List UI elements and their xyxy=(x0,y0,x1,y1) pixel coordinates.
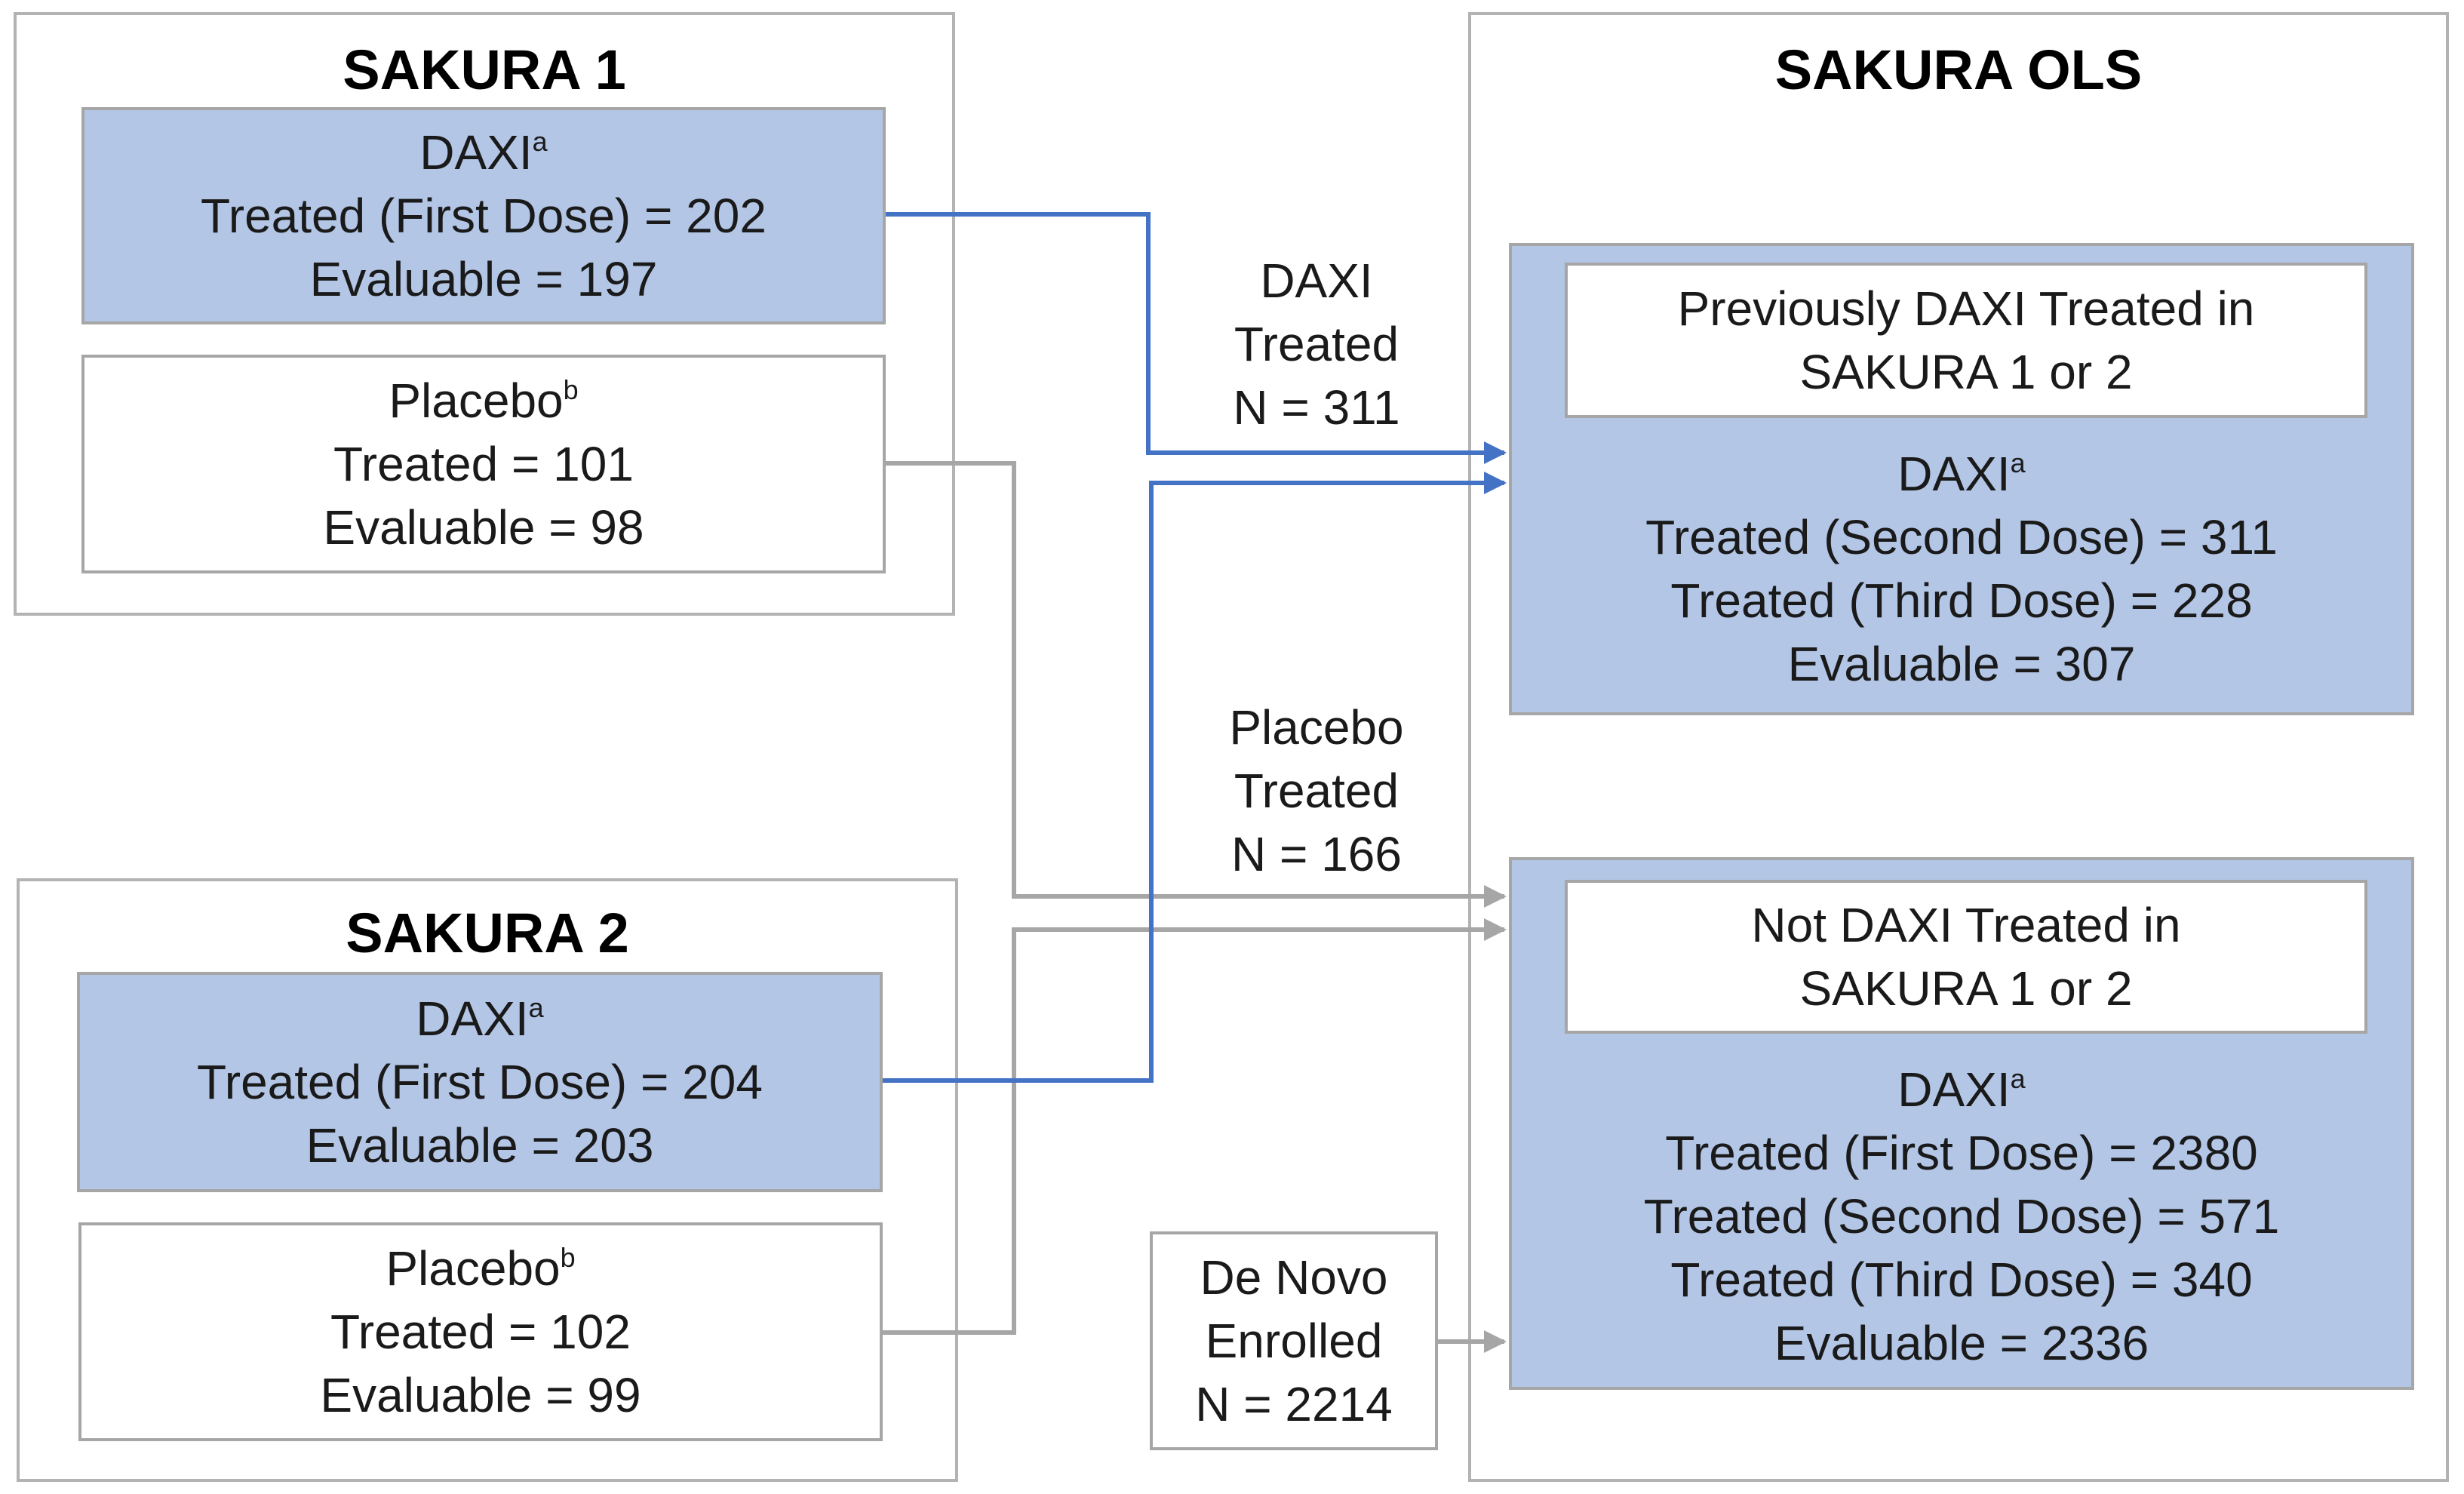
ols-not-treated-header-line1: Not DAXI Treated in xyxy=(1751,898,2181,952)
ols-previously-name: DAXI xyxy=(1897,447,2011,501)
sakura2-daxi-name: DAXI xyxy=(416,991,529,1046)
daxi-flow-line1: DAXI xyxy=(1260,254,1373,308)
placebo-flow-line1: Placebo xyxy=(1229,700,1404,755)
ols-not-treated-first-dose: Treated (First Dose) = 2380 xyxy=(1665,1126,2258,1180)
ols-not-treated-third-dose: Treated (Third Dose) = 340 xyxy=(1670,1253,2253,1307)
daxi-flow-label: DAXI Treated N = 311 xyxy=(1177,249,1456,439)
ols-not-treated-header: Not DAXI Treated in SAKURA 1 or 2 xyxy=(1565,880,2367,1034)
ols-previously-treated-header: Previously DAXI Treated in SAKURA 1 or 2 xyxy=(1565,263,2367,418)
sakura1-placebo-name-line: Placebob xyxy=(389,369,578,432)
footnote-marker-a: a xyxy=(2010,447,2026,478)
sakura2-daxi-evaluable: Evaluable = 203 xyxy=(306,1118,654,1173)
sakura1-placebo-evaluable: Evaluable = 98 xyxy=(323,500,644,555)
sakura1-daxi-name: DAXI xyxy=(419,125,533,180)
sakura2-placebo-connector xyxy=(883,918,1507,1335)
ols-not-treated-header-line2: SAKURA 1 or 2 xyxy=(1799,961,2133,1016)
daxi-flow-line2: Treated xyxy=(1234,317,1399,371)
ols-previously-third-dose: Treated (Third Dose) = 228 xyxy=(1670,573,2253,628)
sakura1-placebo-box: Placebob Treated = 101 Evaluable = 98 xyxy=(81,355,886,573)
daxi-flow-line3: N = 311 xyxy=(1233,380,1400,435)
ols-not-treated-second-dose: Treated (Second Dose) = 571 xyxy=(1643,1189,2280,1243)
placebo-flow-line3: N = 166 xyxy=(1231,827,1402,881)
ols-not-treated-name-line: DAXIa xyxy=(1512,1058,2411,1121)
ols-not-treated-counts: DAXIa Treated (First Dose) = 2380 Treate… xyxy=(1512,1058,2411,1375)
sakura-ols-title: SAKURA OLS xyxy=(1774,38,2143,101)
placebo-flow-line2: Treated xyxy=(1234,764,1399,818)
sakura2-placebo-treated: Treated = 102 xyxy=(330,1305,631,1359)
de-novo-line2: Enrolled xyxy=(1205,1314,1383,1368)
ols-not-treated-name: DAXI xyxy=(1897,1062,2011,1117)
sakura1-placebo-name: Placebo xyxy=(389,374,564,428)
ols-previously-header-line2: SAKURA 1 or 2 xyxy=(1799,345,2133,399)
sakura2-title: SAKURA 2 xyxy=(346,902,629,964)
footnote-marker-a: a xyxy=(528,992,544,1023)
footnote-marker-a: a xyxy=(532,126,548,157)
ols-previously-evaluable: Evaluable = 307 xyxy=(1787,637,2136,691)
sakura1-daxi-connector xyxy=(886,212,1507,464)
ols-previously-treated-counts: DAXIa Treated (Second Dose) = 311 Treate… xyxy=(1512,442,2411,696)
de-novo-line1: De Novo xyxy=(1200,1250,1388,1305)
placebo-flow-label: Placebo Treated N = 166 xyxy=(1177,696,1456,886)
sakura1-placebo-treated: Treated = 101 xyxy=(333,437,634,491)
footnote-marker-b: b xyxy=(560,1242,576,1273)
ols-not-treated-group: Not DAXI Treated in SAKURA 1 or 2 DAXIa … xyxy=(1509,857,2414,1390)
ols-previously-second-dose: Treated (Second Dose) = 311 xyxy=(1645,510,2278,564)
sakura1-daxi-box: DAXIa Treated (First Dose) = 202 Evaluab… xyxy=(81,107,886,324)
ols-previously-treated-group: Previously DAXI Treated in SAKURA 1 or 2… xyxy=(1509,243,2414,715)
ols-not-treated-evaluable: Evaluable = 2336 xyxy=(1774,1316,2149,1370)
sakura2-placebo-evaluable: Evaluable = 99 xyxy=(320,1368,641,1422)
footnote-marker-a: a xyxy=(2010,1063,2026,1094)
sakura2-placebo-name: Placebo xyxy=(386,1241,561,1296)
sakura1-title: SAKURA 1 xyxy=(343,38,626,101)
sakura2-daxi-box: DAXIa Treated (First Dose) = 204 Evaluab… xyxy=(77,972,883,1192)
sakura2-daxi-name-line: DAXIa xyxy=(416,987,543,1050)
sakura2-daxi-treated: Treated (First Dose) = 204 xyxy=(197,1055,763,1109)
sakura1-daxi-name-line: DAXIa xyxy=(419,121,547,184)
sakura2-placebo-name-line: Placebob xyxy=(386,1237,575,1300)
ols-previously-name-line: DAXIa xyxy=(1512,442,2411,506)
sakura1-placebo-connector xyxy=(886,461,1507,908)
sakura1-daxi-evaluable: Evaluable = 197 xyxy=(309,252,658,306)
sakura1-daxi-treated: Treated (First Dose) = 202 xyxy=(201,189,767,243)
footnote-marker-b: b xyxy=(563,374,579,405)
de-novo-box: De Novo Enrolled N = 2214 xyxy=(1150,1231,1438,1450)
de-novo-line3: N = 2214 xyxy=(1195,1377,1393,1431)
sakura2-placebo-box: Placebob Treated = 102 Evaluable = 99 xyxy=(78,1222,883,1441)
ols-previously-header-line1: Previously DAXI Treated in xyxy=(1677,281,2255,336)
sakura2-daxi-connector xyxy=(883,472,1507,1083)
